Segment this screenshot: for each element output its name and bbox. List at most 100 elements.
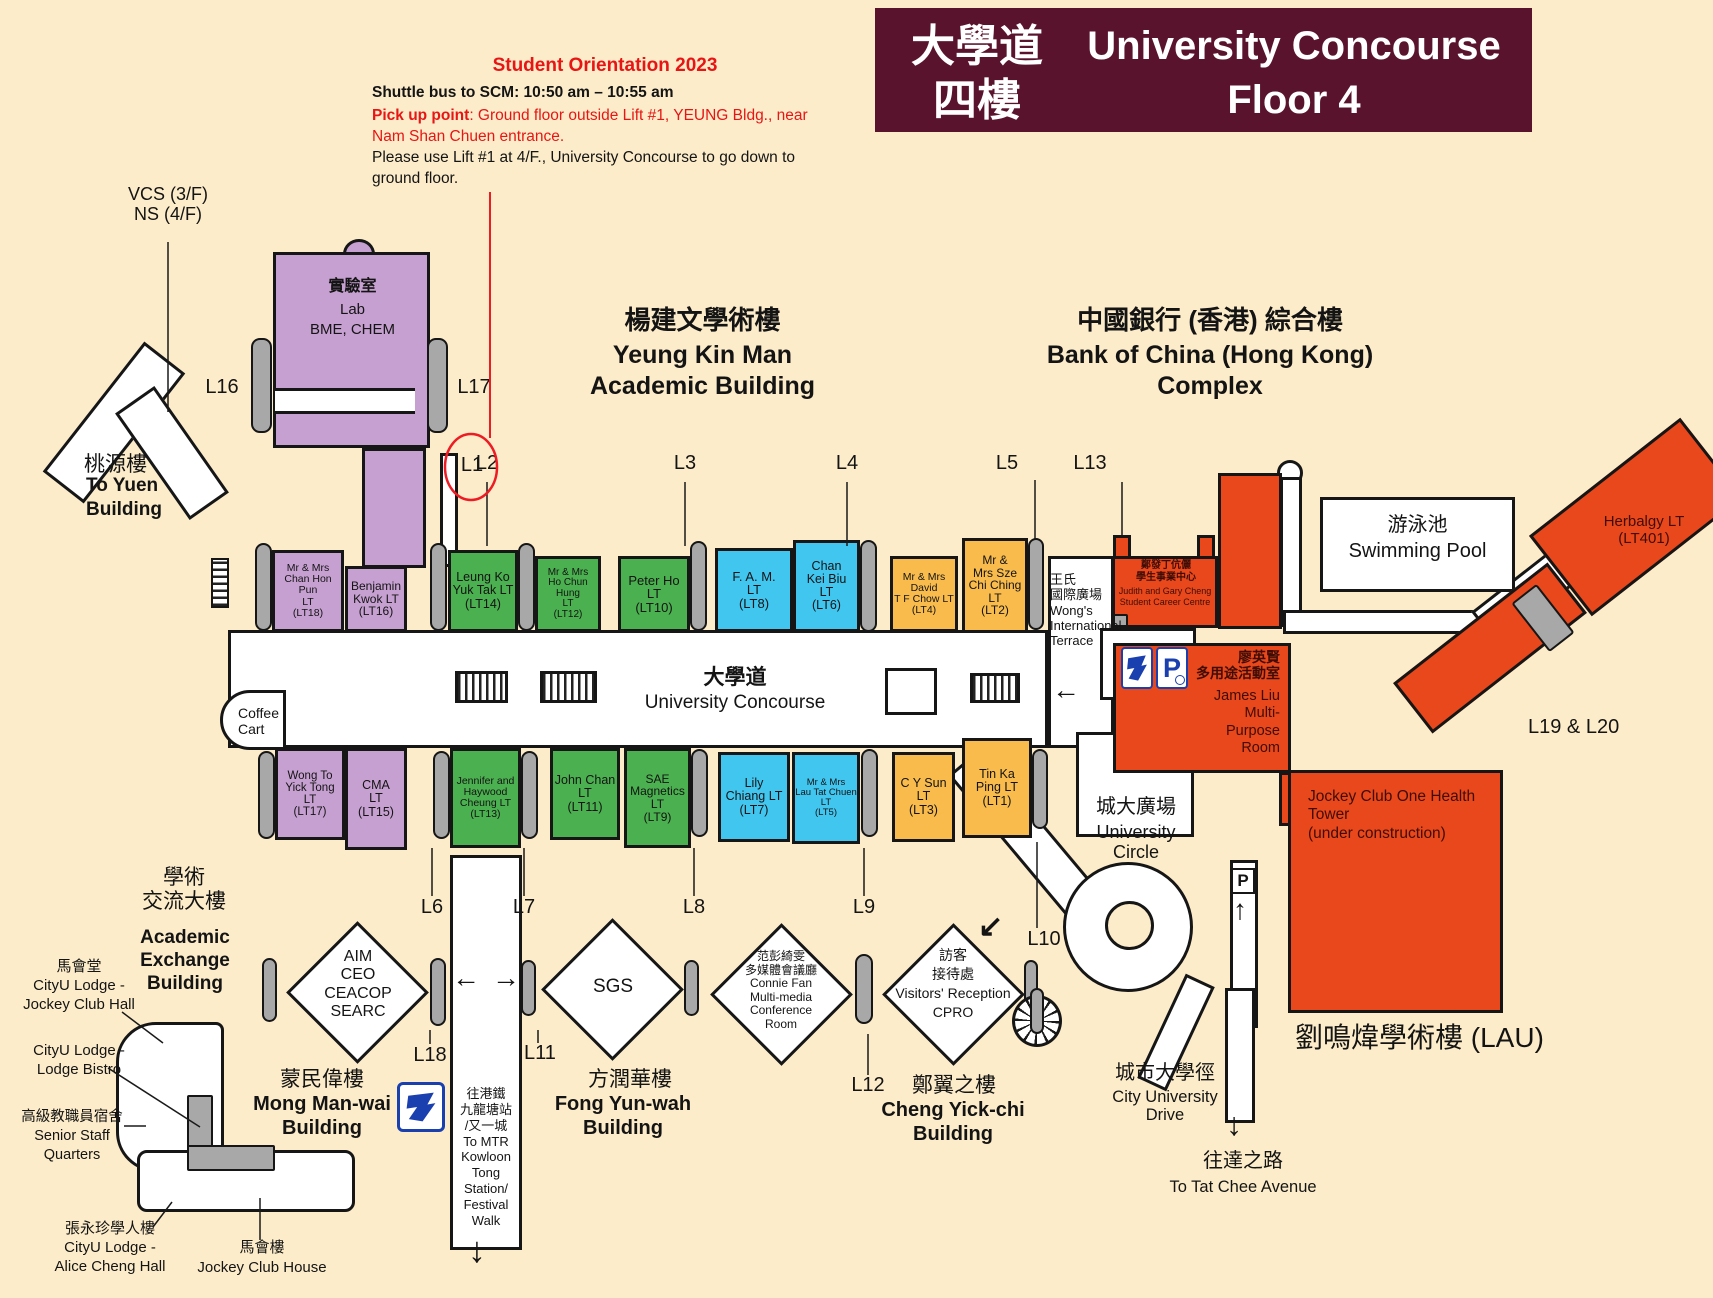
tat-chee-label-en: To Tat Chee Avenue bbox=[1169, 1178, 1317, 1196]
lt16-box: Benjamin Kwok LT (LT16) bbox=[345, 566, 407, 632]
jockey-club-hall-label: 馬會堂 CityU Lodge - Jockey Club Hall bbox=[23, 958, 135, 1013]
career-centre-label-zh: 鄭發丁伉儷 學生事業中心 bbox=[1136, 560, 1196, 583]
james-liu-building bbox=[1113, 643, 1291, 773]
landing-box bbox=[885, 668, 937, 715]
lt12-box: Mr & Mrs Ho Chun Hung LT (LT12) bbox=[535, 556, 601, 632]
lt4-box: Mr & Mrs David T F Chow LT (LT4) bbox=[890, 556, 958, 632]
lift-pill bbox=[861, 749, 878, 837]
concourse-label-zh: 大學道 bbox=[703, 666, 767, 689]
health-tower-building bbox=[1288, 770, 1503, 1013]
swimming-pool-label-en: Swimming Pool bbox=[1348, 540, 1487, 562]
lt17-box: Wong To Yick Tong LT (LT17) bbox=[275, 748, 345, 840]
lift-pill bbox=[255, 543, 272, 631]
boc-column bbox=[1218, 473, 1282, 629]
lt13-box: Jennifer and Haywood Cheung LT (LT13) bbox=[450, 748, 521, 848]
lab-leg bbox=[362, 448, 426, 568]
lift-pill bbox=[262, 958, 277, 1022]
lectern-icon bbox=[397, 1082, 445, 1132]
academic-exchange-label-zh: 學術 交流大樓 bbox=[142, 866, 226, 913]
parking-garage-icon: P bbox=[1231, 868, 1255, 894]
lab-lift-left bbox=[251, 338, 272, 433]
yeung-heading-zh: 楊建文學術樓 bbox=[624, 305, 781, 335]
lift-pill bbox=[518, 543, 535, 631]
lift-pill bbox=[1028, 538, 1044, 630]
lift-marker-l19-l20: L19 & L20 bbox=[1528, 716, 1620, 738]
pickup-label: Pick up point bbox=[372, 107, 470, 124]
james-liu-label-en: James Liu Multi- Purpose Room bbox=[1213, 688, 1280, 757]
lt8-box: F. A. M. LT (LT8) bbox=[715, 548, 793, 632]
lab-label-depts: BME, CHEM bbox=[309, 321, 395, 338]
university-circle-hole bbox=[1105, 901, 1154, 950]
parking-letter: P bbox=[1237, 871, 1249, 890]
arrow-down-left-icon: ↙ bbox=[978, 910, 1004, 943]
lift-pill bbox=[684, 960, 699, 1016]
lodge-bistro-label: CityU Lodge - Lodge Bistro bbox=[33, 1042, 125, 1078]
lift-marker-l18: L18 bbox=[413, 1044, 447, 1066]
mtr-corridor bbox=[450, 855, 522, 1250]
lift-pill bbox=[521, 960, 536, 1016]
stairs-icon bbox=[970, 673, 1020, 703]
orientation-title: Student Orientation 2023 bbox=[492, 55, 718, 76]
lt5-box: Mr & Mrs Lau Tat Chuen LT (LT5) bbox=[792, 752, 860, 844]
arrow-left-icon: ← bbox=[452, 962, 480, 993]
diamond-visitors-reception-label: 訪客 接待處 Visitors' Reception CPRO bbox=[895, 947, 1011, 1020]
lt14-box: Leung Ko Yuk Tak LT (LT14) bbox=[448, 550, 518, 632]
stairs-icon-left bbox=[211, 558, 229, 608]
lift-marker-l10: L10 bbox=[1027, 928, 1061, 950]
alice-cheng-hall-label: 張永珍學人樓 CityU Lodge - Alice Cheng Hall bbox=[54, 1220, 166, 1275]
lift-pill bbox=[1030, 988, 1044, 1034]
arrow-up-icon: ↑ bbox=[1233, 894, 1247, 925]
fong-yun-wah-label-zh: 方潤華樓 bbox=[588, 1068, 672, 1091]
james-liu-label-zh: 廖英賢 多用途活動室 bbox=[1196, 649, 1280, 681]
lab-label-en: Lab bbox=[339, 301, 366, 318]
mong-man-wai-label-en: Mong Man-wai Building bbox=[253, 1093, 391, 1139]
senior-staff-quarters-label: 高級教職員宿舍 Senior Staff Quarters bbox=[21, 1109, 123, 1163]
orientation-pickup: Pick up point: Ground floor outside Lift… bbox=[372, 106, 824, 150]
lt2-box: Mr & Mrs Sze Chi Ching LT (LT2) bbox=[962, 538, 1028, 633]
pool-corridor bbox=[1280, 477, 1302, 627]
lt11-box: John Chan LT (LT11) bbox=[550, 748, 620, 840]
lab-lift-right bbox=[427, 338, 448, 433]
lt9-box: SAE Magnetics LT (LT9) bbox=[624, 748, 691, 848]
swimming-pool-label-zh: 游泳池 bbox=[1387, 514, 1448, 536]
title-en-concourse: University Concourse bbox=[1064, 24, 1524, 78]
lift-pill bbox=[521, 751, 538, 839]
title-zh-road: 大學道 bbox=[882, 22, 1072, 76]
lt10-box: Peter Ho LT (LT10) bbox=[618, 556, 690, 632]
coffee-cart-label: Coffee Cart bbox=[238, 705, 279, 737]
career-centre-label-en: Judith and Gary Cheng Student Career Cen… bbox=[1118, 586, 1212, 608]
stairs-icon bbox=[540, 671, 597, 703]
lift-marker-l13: L13 bbox=[1073, 452, 1107, 474]
lt1-box: Tin Ka Ping LT (LT1) bbox=[962, 738, 1032, 838]
yeung-heading-en: Yeung Kin Man Academic Building bbox=[589, 341, 816, 401]
title-zh-floor: 四樓 bbox=[882, 76, 1072, 126]
lift-marker-l12: L12 bbox=[851, 1074, 885, 1096]
lift-marker-l7: L7 bbox=[512, 896, 536, 918]
arrow-right-icon: → bbox=[492, 962, 520, 993]
jockey-club-house-label: 馬會樓 Jockey Club House bbox=[197, 1239, 327, 1276]
lift-pill bbox=[433, 751, 450, 839]
career-grey-box bbox=[1113, 614, 1128, 627]
lift-pill bbox=[430, 543, 447, 631]
boc-heading-zh: 中國銀行 (香港) 綜合樓 bbox=[1077, 305, 1343, 335]
lab-slot-corridor bbox=[275, 388, 415, 414]
lift-pill bbox=[691, 749, 708, 837]
coffee-cart-bay bbox=[220, 690, 286, 750]
cheng-yick-chi-label-en: Cheng Yick-chi Building bbox=[881, 1099, 1025, 1145]
lt3-box: C Y Sun LT (LT3) bbox=[892, 752, 955, 842]
herbalgy-label: Herbalgy LT (LT401) bbox=[1603, 513, 1685, 547]
orientation-shuttle: Shuttle bus to SCM: 10:50 am – 10:55 am bbox=[372, 84, 674, 101]
mtr-corridor-label: 往港鐵 九龍塘站 /又一城 To MTR Kowloon Tong Statio… bbox=[459, 1086, 512, 1228]
academic-exchange-label-en: Academic Exchange Building bbox=[140, 927, 230, 995]
lt6-box: Chan Kei Biu LT (LT6) bbox=[793, 540, 860, 632]
lift-marker-l4: L4 bbox=[835, 452, 859, 474]
lift-marker-l9: L9 bbox=[852, 896, 876, 918]
parking-sub-icon bbox=[1175, 675, 1185, 685]
boc-heading-en: Bank of China (Hong Kong) Complex bbox=[1046, 341, 1374, 401]
parking-icon: P bbox=[1156, 647, 1188, 689]
lau-label: 劉鳴煒學術樓 (LAU) bbox=[1295, 1022, 1544, 1053]
mong-man-wai-label-zh: 蒙民偉樓 bbox=[280, 1068, 364, 1091]
drive-fork-corridor bbox=[1225, 988, 1255, 1123]
city-drive-label-zh: 城市大學徑 bbox=[1115, 1062, 1215, 1084]
